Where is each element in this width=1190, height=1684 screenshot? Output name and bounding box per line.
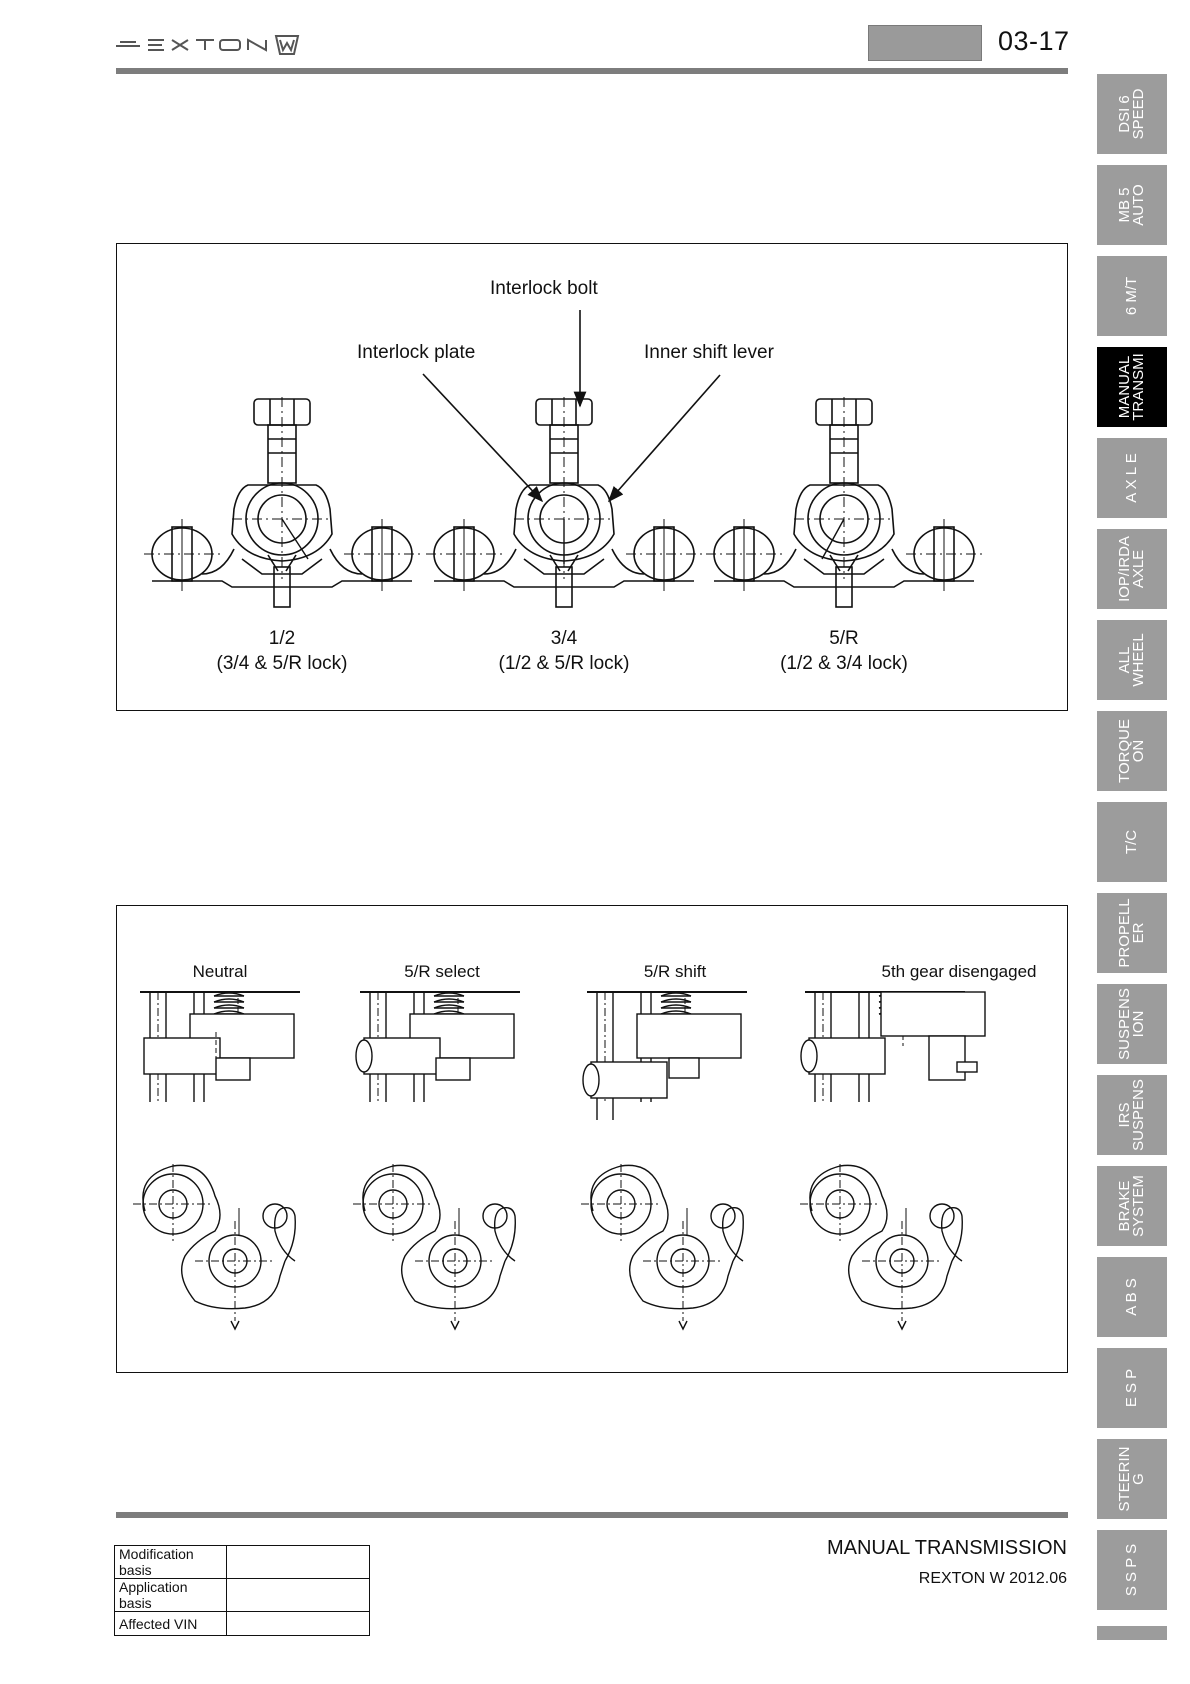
modification-basis-value <box>226 1545 370 1579</box>
stage-5r-shift-top <box>582 991 748 1120</box>
tab-label: T/C <box>1123 829 1140 855</box>
interlock-plate-label: Interlock plate <box>357 342 476 363</box>
shift-stages-figure: Neutral 5/R select 5/R shift 5th gear di… <box>116 905 1068 1373</box>
tab-torque-on[interactable]: TORQUE ON <box>1097 711 1167 791</box>
tab-all-wheel[interactable]: ALL WHEEL <box>1097 620 1167 700</box>
tab-iop-irda-axle[interactable]: IOP/IRDA AXLE <box>1097 529 1167 609</box>
inner-shift-lever-arrow <box>607 374 721 503</box>
page-number: 03-17 <box>998 26 1070 56</box>
mechanism-5-r <box>705 396 983 608</box>
revision-table: Modification basis Application basis Aff… <box>114 1545 370 1636</box>
affected-vin-label: Affected VIN <box>114 1611 227 1636</box>
footer-model-date: REXTON W 2012.06 <box>918 1570 1067 1587</box>
tab-tc[interactable]: T/C <box>1097 802 1167 882</box>
tab-suspension[interactable]: SUSPENS ION <box>1097 984 1167 1064</box>
header-chapter-box <box>868 25 982 61</box>
tab-label: MB 5 AUTO <box>1116 184 1147 226</box>
tab-ssps[interactable]: S S P S <box>1097 1530 1167 1610</box>
position-3-4-lock: (1/2 & 5/R lock) <box>498 653 630 674</box>
tab-brake-system[interactable]: BRAKE SYSTEM <box>1097 1166 1167 1246</box>
stage-5th-disengaged-label: 5th gear disengaged <box>881 962 1037 981</box>
tab-label: BRAKE SYSTEM <box>1116 1175 1147 1237</box>
modification-basis-label: Modification basis <box>114 1545 227 1579</box>
tab-label: S S P S <box>1123 1543 1140 1597</box>
tab-irs-suspension[interactable]: IRS SUSPENS <box>1097 1075 1167 1155</box>
stage-neutral-label: Neutral <box>192 962 248 981</box>
position-3-4-label: 3/4 <box>550 628 578 649</box>
tab-propeller[interactable]: PROPELL ER <box>1097 893 1167 973</box>
tab-6-mt[interactable]: 6 M/T <box>1097 256 1167 336</box>
table-row: Modification basis <box>114 1545 370 1579</box>
table-row: Affected VIN <box>114 1611 370 1636</box>
stage-5r-shift-cam <box>580 1163 744 1330</box>
tab-label: TORQUE ON <box>1116 719 1147 783</box>
tabs-bottom-bar <box>1097 1626 1167 1640</box>
tab-label: 6 M/T <box>1123 276 1140 316</box>
tab-label: E S P <box>1123 1368 1140 1408</box>
tab-label: ALL WHEEL <box>1116 633 1147 687</box>
mechanism-3-4 <box>425 396 703 608</box>
interlock-plate-arrow <box>422 373 544 503</box>
interlock-diagram <box>143 310 983 608</box>
position-1-2-label: 1/2 <box>268 628 296 649</box>
position-1-2-lock: (3/4 & 5/R lock) <box>216 653 348 674</box>
tab-label: DSI 6 SPEED <box>1116 88 1147 140</box>
stage-5r-select-top <box>355 991 521 1103</box>
header-rule <box>116 68 1068 74</box>
tab-dsi-6-speed[interactable]: DSI 6 SPEED <box>1097 74 1167 154</box>
footer-rule <box>116 1512 1068 1518</box>
stage-5th-disengaged-cam <box>799 1163 963 1330</box>
tab-label: IOP/IRDA AXLE <box>1116 536 1147 602</box>
affected-vin-value <box>226 1611 370 1636</box>
interlock-figure: Interlock bolt Interlock plate Inner shi… <box>116 243 1068 711</box>
tab-label: PROPELL ER <box>1116 898 1147 968</box>
stage-neutral-cam <box>132 1163 296 1330</box>
stage-5r-select-label: 5/R select <box>404 962 480 981</box>
tab-steering[interactable]: STEERIN G <box>1097 1439 1167 1519</box>
tab-label: A B S <box>1123 1278 1140 1316</box>
position-5-r-label: 5/R <box>829 628 859 649</box>
tab-axle[interactable]: A X L E <box>1097 438 1167 518</box>
tab-label: A X L E <box>1123 453 1140 503</box>
rexton-logo <box>114 30 304 60</box>
mechanism-1-2 <box>143 396 421 608</box>
tab-manual-transmission[interactable]: MANUAL TRANSMI <box>1097 347 1167 427</box>
tab-abs[interactable]: A B S <box>1097 1257 1167 1337</box>
table-row: Application basis <box>114 1578 370 1612</box>
interlock-bolt-label: Interlock bolt <box>490 278 598 299</box>
rexton-logo-graphic <box>116 35 300 55</box>
tab-mb-5-auto[interactable]: MB 5 AUTO <box>1097 165 1167 245</box>
application-basis-value <box>226 1578 370 1612</box>
tab-label: STEERIN G <box>1116 1446 1147 1512</box>
footer-section-title: MANUAL TRANSMISSION <box>826 1537 1067 1559</box>
tab-label: IRS SUSPENS <box>1116 1079 1147 1151</box>
shift-stages-diagram <box>132 991 986 1330</box>
stage-5r-select-cam <box>352 1163 516 1330</box>
stage-5r-shift-label: 5/R shift <box>643 962 707 981</box>
stage-neutral-top <box>139 991 301 1103</box>
application-basis-label: Application basis <box>114 1578 227 1612</box>
tab-esp[interactable]: E S P <box>1097 1348 1167 1428</box>
stage-5th-disengaged-top <box>800 991 986 1103</box>
tab-label: MANUAL TRANSMI <box>1116 353 1147 421</box>
tab-label: SUSPENS ION <box>1116 988 1147 1060</box>
position-5-r-lock: (1/2 & 3/4 lock) <box>780 653 908 674</box>
inner-shift-lever-label: Inner shift lever <box>644 342 774 363</box>
